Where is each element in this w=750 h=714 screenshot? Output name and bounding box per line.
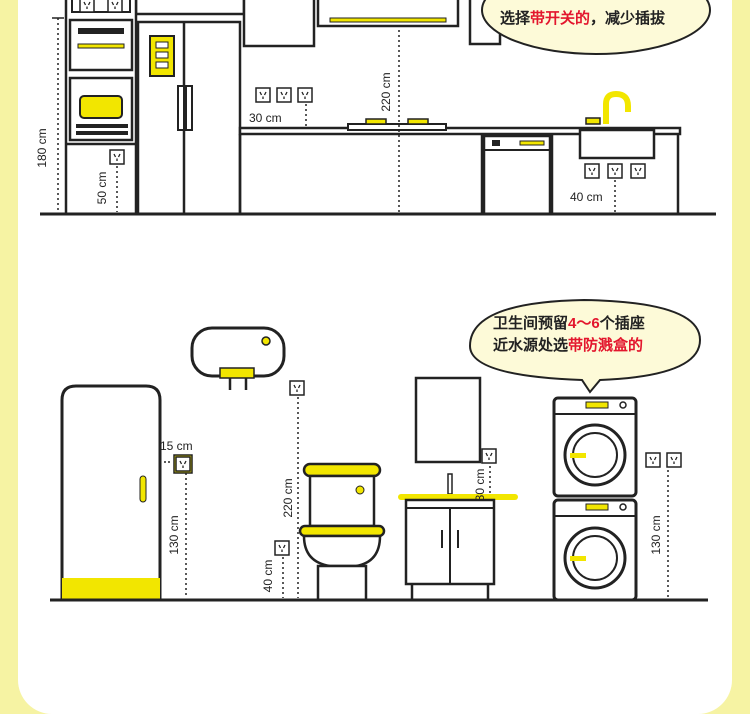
svg-text:卫生间预留4～6个插座: 卫生间预留4～6个插座 — [493, 314, 645, 332]
kitchen-tip-bubble: 选择带开关的，减少插拔 — [481, 0, 711, 55]
toilet — [298, 462, 386, 602]
water-heater — [190, 326, 286, 390]
dimension-label: 30 cm — [249, 111, 282, 125]
dimension-label: 15 cm — [160, 439, 193, 453]
gas-cooktop — [347, 118, 447, 131]
range-hood-light — [329, 17, 447, 23]
sink — [578, 90, 656, 160]
bubble-text: 近水源处选 — [493, 336, 568, 354]
dimension-label: 40 cm — [570, 190, 603, 204]
bathroom-tip-bubble: 卫生间预留4～6个插座 近水源处选带防溅盒的 — [468, 298, 702, 394]
kitchen-counter — [238, 126, 682, 214]
bubble-highlight: 带防溅盒的 — [568, 336, 643, 354]
refrigerator — [136, 20, 242, 216]
dimension-label: 220 cm — [379, 72, 393, 111]
upper-cabinet — [134, 0, 246, 16]
bubble-text: 卫生间预留 — [493, 314, 568, 332]
dimension-label: 130 cm — [649, 515, 663, 554]
dishwasher — [482, 134, 552, 216]
washer-dryer-stack — [552, 396, 638, 602]
dimension-label: 220 cm — [281, 478, 295, 517]
svg-text:近水源处选带防溅盒的: 近水源处选带防溅盒的 — [493, 336, 643, 354]
kitchen-scene: 180 cm 50 cm 220 cm 30 cm 40 cm 选择带开关的，减… — [35, 0, 716, 216]
bubble-text: ，减少插拔 — [590, 9, 666, 27]
bubble-text: 选择 — [500, 9, 531, 27]
dimension-label: 50 cm — [95, 172, 109, 205]
vanity — [398, 376, 518, 600]
dimension-label: 180 cm — [35, 128, 49, 167]
oven-column — [64, 0, 138, 216]
dimension-label: 30 cm — [473, 469, 487, 502]
dimension-label: 40 cm — [261, 560, 275, 593]
shower-cabin — [60, 384, 162, 602]
svg-text:选择带开关的，减少插拔: 选择带开关的，减少插拔 — [500, 9, 666, 27]
bubble-text: 个插座 — [599, 314, 645, 332]
bubble-highlight: 带开关的 — [530, 9, 590, 27]
bathroom-scene: 卫生间预留4～6个插座 近水源处选带防溅盒的 — [50, 298, 708, 602]
dimension-label: 130 cm — [167, 515, 181, 554]
upper-cabinet — [242, 0, 316, 48]
bubble-highlight: 4～6 — [568, 315, 600, 332]
